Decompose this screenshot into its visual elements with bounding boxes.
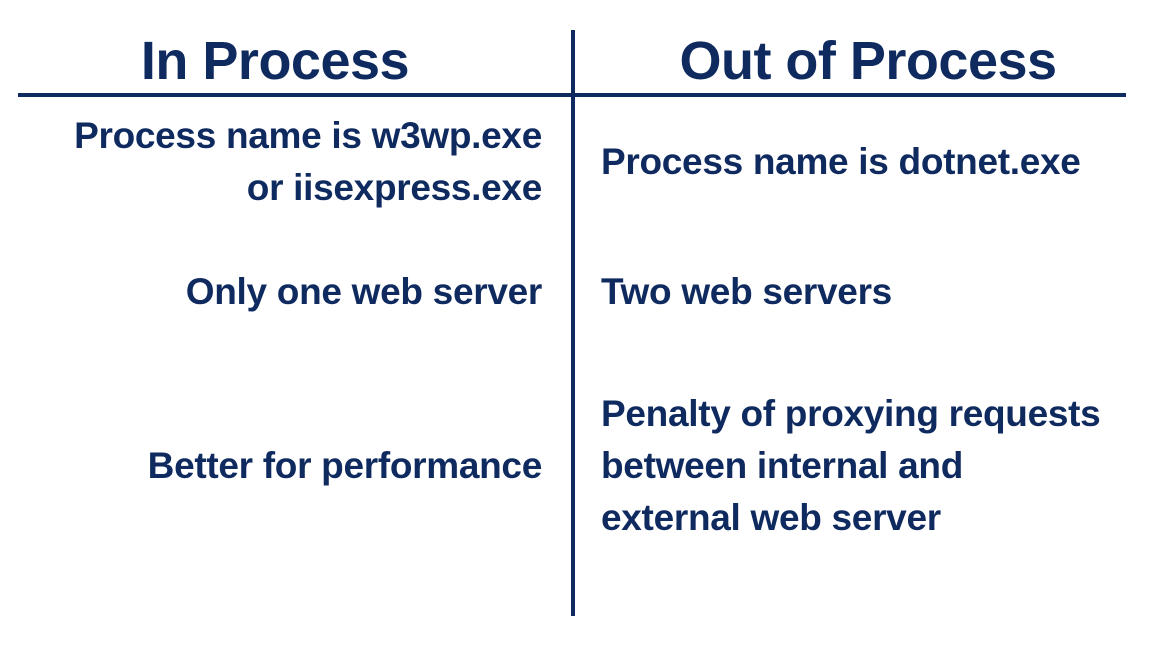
in-process-performance-note: Better for performance — [147, 445, 543, 486]
in-process-process-name: Process name is w3wp.exe or iisexpress.e… — [74, 115, 542, 208]
out-of-process-performance-note: Penalty of proxying requests between int… — [601, 393, 1101, 538]
out-of-process-process-name: Process name is dotnet.exe — [601, 141, 1081, 182]
in-process-header: In Process — [140, 31, 410, 91]
out-of-process-web-server-count: Two web servers — [601, 271, 892, 312]
out-of-process-header: Out of Process — [679, 31, 1057, 91]
column-divider — [571, 30, 575, 616]
in-process-web-server-count: Only one web server — [185, 271, 543, 312]
